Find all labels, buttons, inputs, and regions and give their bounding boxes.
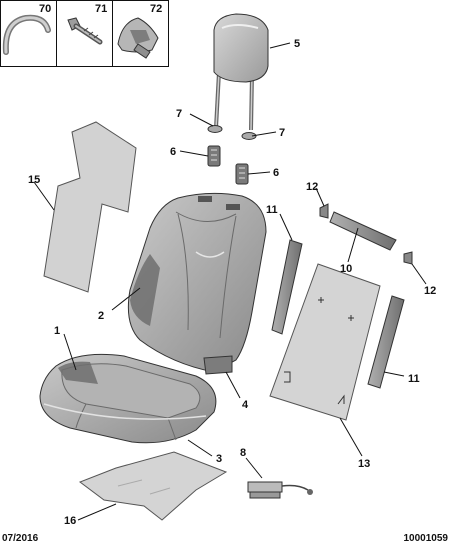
inset-box-70: 70 [0, 0, 57, 67]
callout-6-left: 6 [170, 146, 176, 158]
callout-12-upper: 12 [306, 181, 318, 193]
clip-upper [319, 203, 329, 219]
backrest [127, 192, 267, 375]
inset-label-72: 72 [150, 3, 162, 15]
inset-label-70: 70 [39, 3, 51, 15]
callout-7-right: 7 [279, 127, 285, 139]
leader-lines [33, 42, 427, 521]
inset-box-71: 71 [56, 0, 113, 67]
callout-11-left: 11 [266, 204, 278, 216]
callout-13: 13 [358, 458, 370, 470]
callout-labels: 5 7 7 6 6 15 12 11 10 2 1 12 4 11 3 8 13… [28, 38, 436, 527]
callout-6-right: 6 [273, 167, 279, 179]
callout-3: 3 [216, 453, 222, 465]
callout-7-left: 7 [176, 108, 182, 120]
side-trim-left [271, 239, 303, 335]
headrest-guide-left [207, 145, 221, 167]
headrest-bushing-left [207, 125, 223, 133]
footer-date: 07/2016 [2, 533, 39, 544]
trim-clip-icon [117, 17, 159, 59]
callout-11-right: 11 [408, 373, 420, 385]
seat-pad [78, 451, 228, 521]
push-rivet-icon [67, 17, 103, 45]
callout-15: 15 [28, 174, 40, 186]
callout-12-lower: 12 [424, 285, 436, 297]
upper-trim [329, 211, 397, 251]
callout-10: 10 [340, 263, 352, 275]
side-trim-right [367, 295, 405, 389]
footer-reference: 10001059 [404, 533, 449, 544]
seat-cushion [39, 353, 217, 444]
backrest-rear-panel [269, 263, 381, 421]
callout-5: 5 [294, 38, 300, 50]
callout-4: 4 [242, 399, 249, 411]
wiring-harness [247, 481, 313, 499]
headrest-bushing-right [241, 132, 257, 140]
inset-label-71: 71 [95, 3, 107, 15]
clip-lower [403, 251, 413, 265]
callout-1: 1 [54, 325, 60, 337]
callout-2: 2 [98, 310, 104, 322]
callout-16: 16 [64, 515, 76, 527]
inset-box-72: 72 [112, 0, 169, 67]
headrest [213, 13, 269, 131]
headrest-guide-right [235, 163, 249, 185]
backrest-pad [43, 121, 137, 293]
callout-8: 8 [240, 447, 246, 459]
